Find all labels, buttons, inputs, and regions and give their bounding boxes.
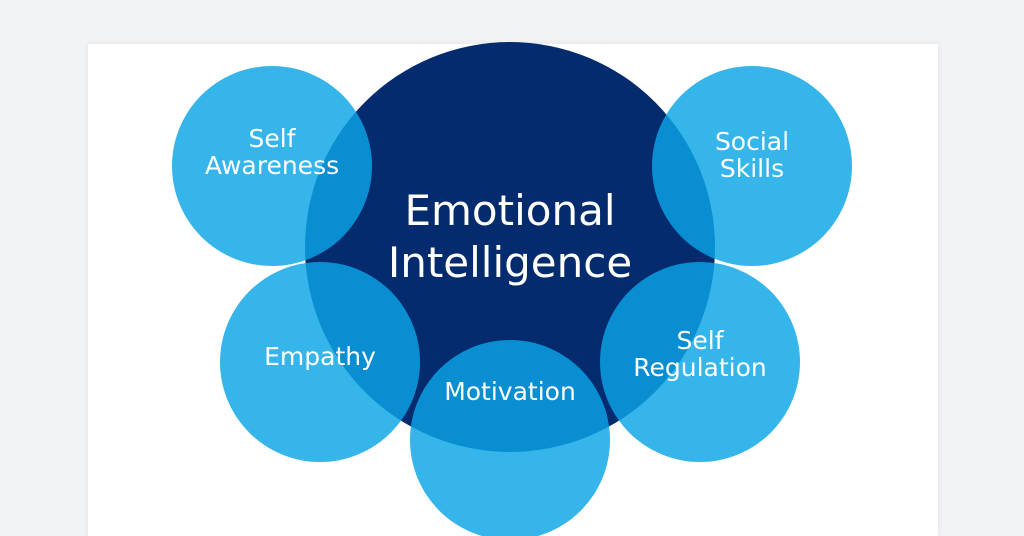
center-label-line2: Intelligence <box>387 238 633 287</box>
social-skills-label: Social Skills <box>715 128 789 182</box>
empathy-label: Empathy <box>264 343 376 370</box>
social-skills-circle: Social Skills <box>652 66 852 266</box>
self-awareness-line2: Awareness <box>204 151 340 180</box>
motivation-circle: Motivation <box>410 340 610 536</box>
self-awareness-line1: Self <box>248 124 296 153</box>
empathy-circle: Empathy <box>220 262 420 462</box>
social-skills-line2: Skills <box>719 154 785 183</box>
center-label-line1: Emotional <box>404 186 616 235</box>
self-regulation-label: Self Regulation <box>633 327 767 381</box>
motivation-label: Motivation <box>444 378 576 405</box>
self-regulation-line1: Self <box>676 326 724 355</box>
social-skills-line1: Social <box>714 127 790 156</box>
motivation-line1: Motivation <box>444 376 576 406</box>
self-regulation-circle: Self Regulation <box>600 262 800 462</box>
self-awareness-label: Self Awareness <box>205 125 339 179</box>
self-regulation-line2: Regulation <box>633 353 767 382</box>
center-label: Emotional Intelligence <box>388 185 632 289</box>
self-awareness-circle: Self Awareness <box>172 66 372 266</box>
empathy-line1: Empathy <box>264 341 376 371</box>
